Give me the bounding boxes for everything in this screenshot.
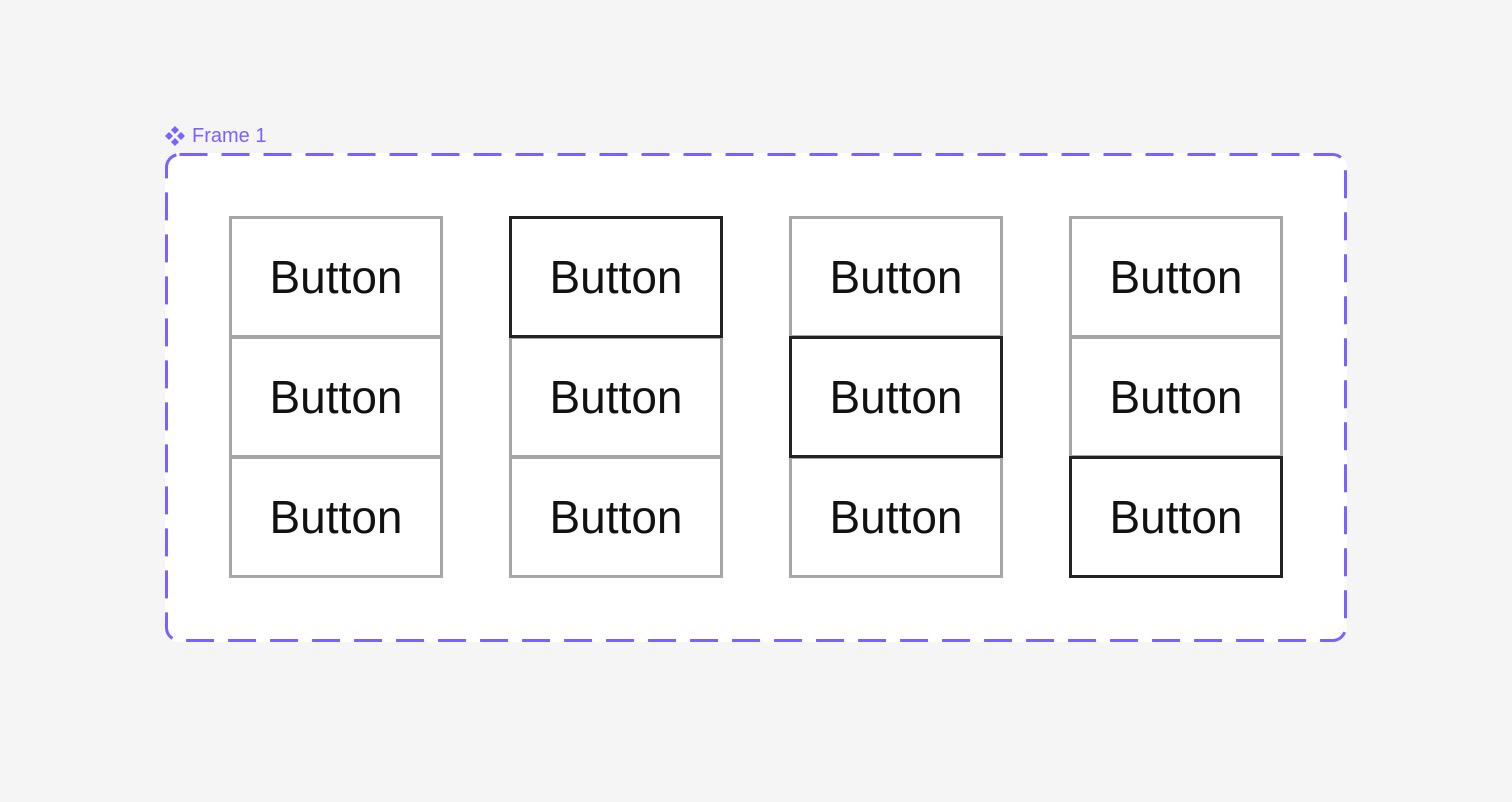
button-selected[interactable]: Button — [789, 336, 1003, 458]
button[interactable]: Button — [509, 336, 723, 458]
button-selected[interactable]: Button — [509, 216, 723, 338]
button[interactable]: Button — [1069, 216, 1283, 338]
frame[interactable]: Button Button Button Button Button Butto… — [165, 153, 1347, 642]
button[interactable]: Button — [229, 456, 443, 578]
button-group-2: Button Button Button — [509, 216, 723, 578]
button-selected[interactable]: Button — [1069, 456, 1283, 578]
button-group-4: Button Button Button — [1069, 216, 1283, 578]
button[interactable]: Button — [1069, 336, 1283, 458]
component-icon — [164, 125, 186, 147]
button[interactable]: Button — [789, 216, 1003, 338]
frame-label[interactable]: Frame 1 — [164, 124, 266, 148]
button-group-3: Button Button Button — [789, 216, 1003, 578]
button[interactable]: Button — [229, 336, 443, 458]
button-group-1: Button Button Button — [229, 216, 443, 578]
button[interactable]: Button — [229, 216, 443, 338]
button[interactable]: Button — [789, 456, 1003, 578]
button[interactable]: Button — [509, 456, 723, 578]
frame-name: Frame 1 — [192, 125, 267, 147]
